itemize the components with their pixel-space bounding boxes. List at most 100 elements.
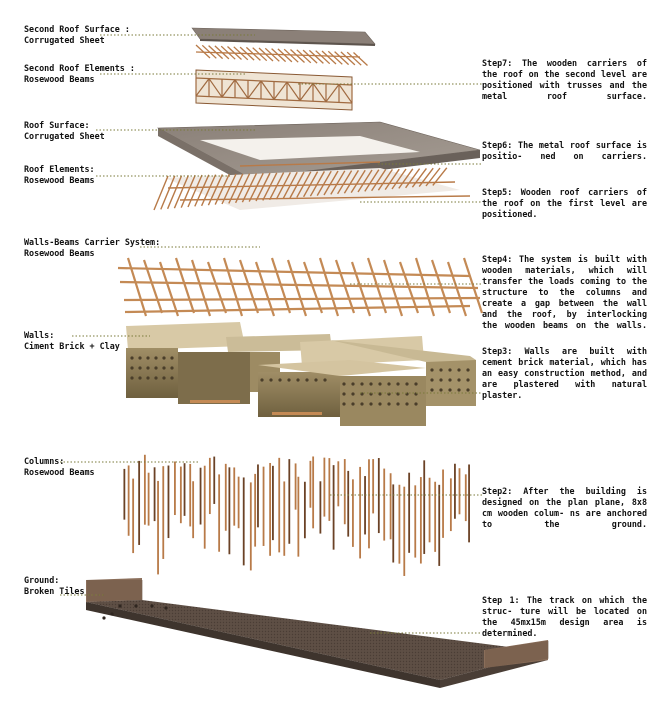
truss-diagonal: [338, 84, 353, 104]
rafter: [241, 173, 258, 203]
column: [189, 463, 192, 527]
wall-hole: [457, 378, 461, 382]
wall-hole: [170, 356, 174, 360]
column: [389, 473, 392, 540]
wall-hole: [351, 402, 355, 406]
rafter: [357, 169, 373, 193]
wall-hole: [351, 382, 355, 386]
ridge-beam: [239, 161, 381, 167]
column: [372, 459, 375, 514]
wall-hole: [439, 368, 443, 372]
column: [208, 457, 211, 515]
rafter: [166, 175, 183, 210]
columns-layer: [123, 454, 470, 576]
label-line: Second Roof Elements :: [24, 63, 135, 73]
rafter: [405, 168, 421, 189]
roof-surface-layer: [156, 121, 481, 186]
column: [438, 484, 441, 566]
carrier-beam: [123, 296, 481, 302]
label-line: Roof Surface:: [24, 120, 90, 130]
label-columns: Columns: Rosewood Beams: [24, 456, 95, 478]
label-line: Walls-Beams Carrier System:: [24, 237, 161, 247]
column: [468, 464, 470, 543]
column: [278, 457, 281, 553]
label-line: Columns:: [24, 456, 65, 466]
wall-hole: [305, 378, 309, 382]
wall-hole: [138, 366, 142, 370]
rafter: [323, 170, 339, 196]
carrier-joist: [190, 259, 212, 317]
label-walls-beams-carrier: Walls-Beams Carrier System: Rosewood Bea…: [24, 237, 160, 259]
truss-diagonal: [273, 81, 288, 100]
wall-hole: [369, 382, 373, 386]
beam: [334, 51, 350, 66]
column: [257, 464, 259, 528]
column: [218, 474, 221, 552]
second-roof-truss-layer: [195, 69, 353, 111]
label-second-roof-surface: Second Roof Surface : Corrugated Sheet: [24, 24, 130, 46]
carrier-joist: [350, 261, 372, 317]
second-roof-surface-layer: [191, 27, 376, 46]
step5-text: Step5: Wooden roof carriers of the roof …: [482, 187, 647, 219]
column: [347, 470, 350, 537]
rafter: [371, 169, 387, 192]
carrier-joist: [270, 257, 292, 314]
column: [343, 459, 346, 525]
column: [127, 465, 130, 536]
truss-diagonal: [286, 81, 301, 101]
wall-hole: [414, 382, 418, 386]
column: [199, 467, 202, 525]
rafter: [173, 175, 190, 209]
truss-diagonal: [208, 78, 223, 98]
carrier-joist: [462, 257, 484, 314]
wall-hole: [342, 382, 346, 386]
walls-layer: [126, 322, 476, 426]
rafter: [398, 168, 414, 189]
carrier-beam: [119, 280, 479, 290]
wall-hole: [387, 382, 391, 386]
wall-hole: [430, 388, 434, 392]
column: [337, 461, 340, 507]
column: [162, 466, 165, 559]
label-line: Walls:: [24, 330, 55, 340]
wall-hole: [146, 366, 150, 370]
wall-hole: [287, 378, 291, 382]
carrier-joist: [126, 257, 148, 317]
column: [262, 466, 265, 546]
column: [233, 467, 236, 526]
column: [288, 459, 291, 544]
rafter-purlin: [179, 195, 471, 201]
label-second-roof-elements: Second Roof Elements : Rosewood Beams: [24, 63, 135, 85]
rafter: [228, 173, 244, 204]
column: [332, 465, 335, 550]
beam: [195, 44, 211, 59]
column: [147, 472, 150, 526]
rafter: [302, 171, 319, 198]
column: [143, 454, 146, 525]
rafter: [200, 174, 217, 207]
wall-hole: [146, 376, 150, 380]
rafter: [391, 168, 407, 190]
column: [359, 466, 362, 559]
rafter: [262, 172, 278, 201]
label-line: Corrugated Sheet: [24, 131, 105, 141]
wall-hole: [378, 402, 382, 406]
beam: [296, 49, 312, 64]
carrier-joist: [414, 257, 436, 317]
column: [269, 462, 272, 556]
column: [442, 469, 444, 538]
column: [192, 481, 195, 539]
truss-diagonal: [299, 82, 314, 101]
column: [242, 477, 245, 566]
label-line: Broken Tiles: [24, 586, 85, 596]
rafter: [180, 174, 196, 208]
rafter: [350, 169, 366, 193]
carrier-joist: [446, 261, 468, 317]
truss-diagonal: [260, 80, 275, 100]
column: [419, 477, 422, 564]
beam: [283, 48, 299, 63]
carrier-joist: [158, 261, 180, 317]
wall-hole: [296, 378, 300, 382]
wall-hole: [138, 376, 142, 380]
wall-hole: [466, 388, 470, 392]
